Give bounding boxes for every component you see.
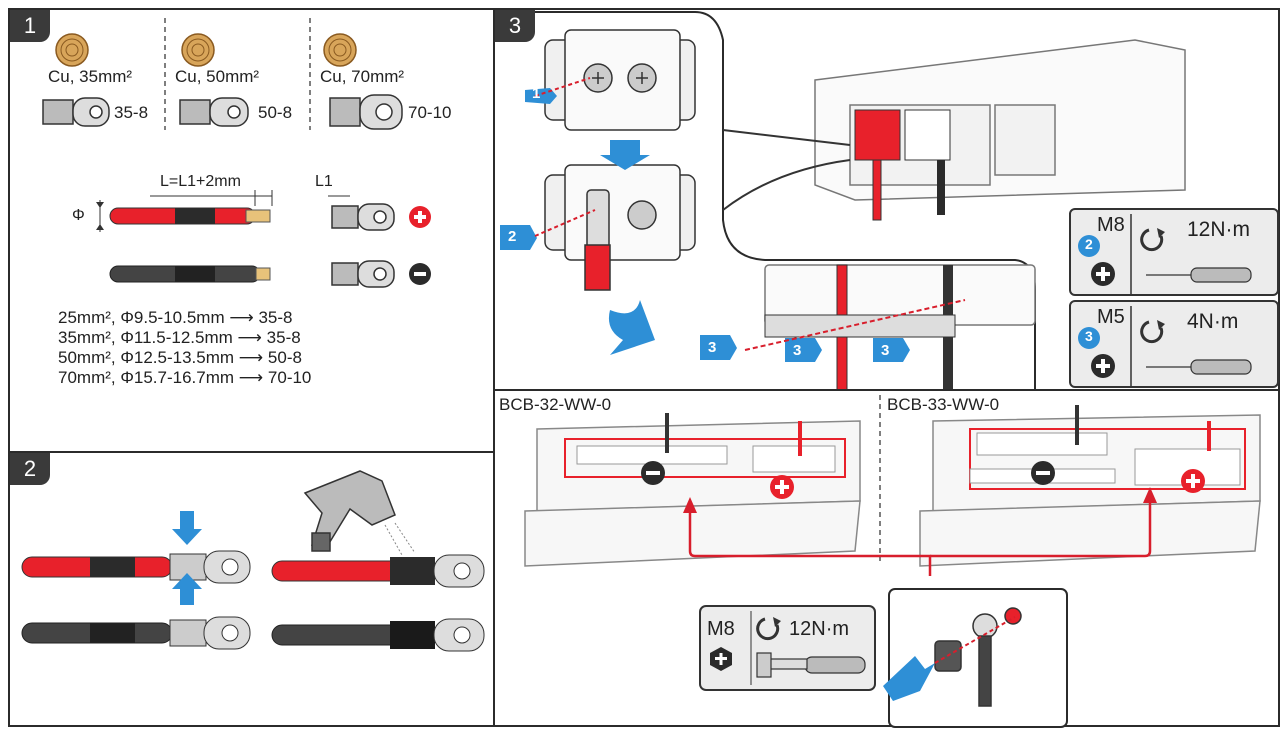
bolt-size: M5 [1097,306,1125,329]
spec-row: 35mm², Φ11.5-12.5mm ⟶ 35-8 [58,328,301,348]
callout-number: 2 [508,228,516,245]
panel-step-3: 3 [493,8,1280,391]
copper-strand-icon [56,34,356,66]
torque-spec-box: 3 M5 4N·m [1069,300,1279,388]
busbar-drawing [495,391,1282,729]
callout-number: 2 [1085,236,1093,252]
terminal-block [545,30,695,130]
cable-material-label: Cu, 70mm² [320,67,404,87]
lug-size-label: 35-8 [114,103,148,123]
callout-number: 1 [532,85,540,102]
panel-busbar: BCB-32-WW-0 BCB-33-WW-0 [493,389,1280,727]
torque-spec-box: 2 M8 12N·m [1069,208,1279,296]
callout-number: 3 [793,342,801,359]
panel-step-1: 1 [8,8,495,453]
positive-icon [409,206,431,228]
strip-length-label: L=L1+2mm [160,173,241,191]
screwdriver-icon [1146,268,1251,282]
torque-value: 12N·m [1187,218,1250,242]
lug-icon [43,95,402,129]
next-arrow-icon [609,300,655,355]
spec-row: 25mm², Φ9.5-10.5mm ⟶ 35-8 [58,308,292,328]
torque-value: 12N·m [789,618,849,641]
bolt-size: M8 [707,618,735,641]
lug-size-label: 70-10 [408,103,451,123]
negative-icon [409,263,431,285]
screwdriver-icon [1146,360,1251,374]
lug-size-label: 50-8 [258,103,292,123]
cable-material-label: Cu, 50mm² [175,67,259,87]
panel-step-2: 2 [8,451,495,727]
cable-material-label: Cu, 35mm² [48,67,132,87]
torque-value: 4N·m [1187,310,1238,334]
crimp-arrow-icon [172,511,202,545]
callout-number: 3 [1085,328,1093,344]
diameter-label: Φ [72,207,85,225]
bolt-size: M8 [1097,214,1125,237]
step-2-drawing [10,453,497,729]
spec-row: 70mm², Φ15.7-16.7mm ⟶ 70-10 [58,368,311,388]
callout-number: 3 [881,342,889,359]
heat-gun-icon [305,471,395,551]
spec-row: 50mm², Φ12.5-13.5mm ⟶ 50-8 [58,348,302,368]
callout-number: 3 [708,339,716,356]
lug-length-label: L1 [315,173,333,191]
